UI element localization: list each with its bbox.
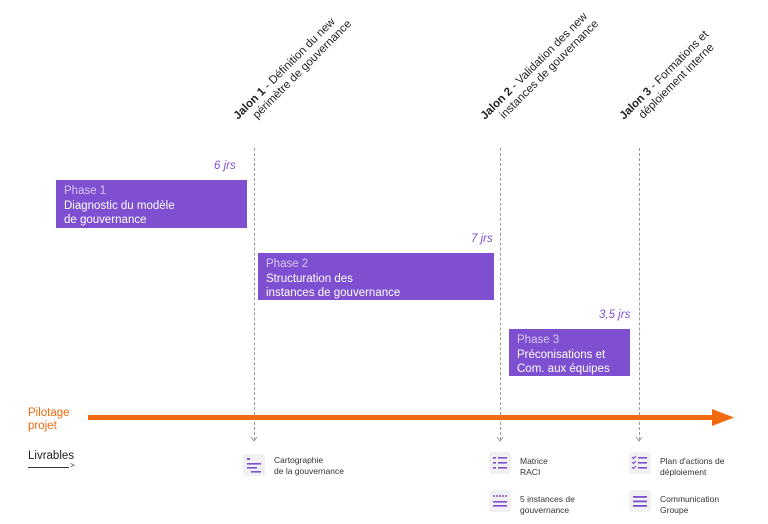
phase-1-number: Phase 1	[64, 185, 107, 197]
milestone-3-line2: déploiement interne	[636, 41, 717, 122]
milestone-2-line2: instances de gouvernance	[497, 17, 602, 122]
milestone-3-label: Jalon 3 - Formations et déploiement inte…	[618, 29, 721, 132]
milestone-2-line	[500, 148, 501, 440]
lines-icon	[629, 490, 651, 512]
milestone-1-line2: périmètre de gouvernance	[250, 17, 355, 122]
phase-2-duration: 7 jrs	[471, 233, 493, 245]
deliverable-3-text: 5 instances de gouvernance	[520, 494, 575, 515]
checklist-icon	[629, 452, 651, 474]
milestone-2-arrowhead	[496, 436, 504, 442]
deliverable-4-text: Plan d'actions de déploiement	[660, 456, 725, 477]
livrables-underline	[28, 467, 69, 468]
deliverable-5-text: Communication Groupe	[660, 494, 720, 515]
milestone-3-arrowhead	[635, 436, 643, 442]
phase-3-duration: 3,5 jrs	[599, 309, 631, 321]
milestone-1-label: Jalon 1 - Définition du new périmètre de…	[232, 9, 355, 132]
livrables-label: Livrables	[28, 450, 75, 462]
milestone-3-line	[639, 148, 640, 440]
milestone-2-label: Jalon 2 - Validation des new instances d…	[479, 9, 602, 132]
deliverable-1-text: Cartographie de la gouvernance	[274, 455, 344, 476]
pilotage-arrow	[88, 409, 734, 426]
list-icon	[243, 454, 265, 476]
phase-2-number: Phase 2	[266, 258, 309, 270]
milestone-1-arrowhead	[250, 436, 258, 442]
matrix-icon	[489, 452, 511, 474]
rating-list-icon	[489, 490, 511, 512]
milestone-1-line	[254, 148, 255, 440]
phase-1-duration: 6 jrs	[214, 160, 236, 172]
phase-3-number: Phase 3	[517, 334, 560, 346]
deliverable-2-text: Matrice RACI	[520, 456, 548, 477]
livrables-arrow: >	[70, 461, 75, 470]
